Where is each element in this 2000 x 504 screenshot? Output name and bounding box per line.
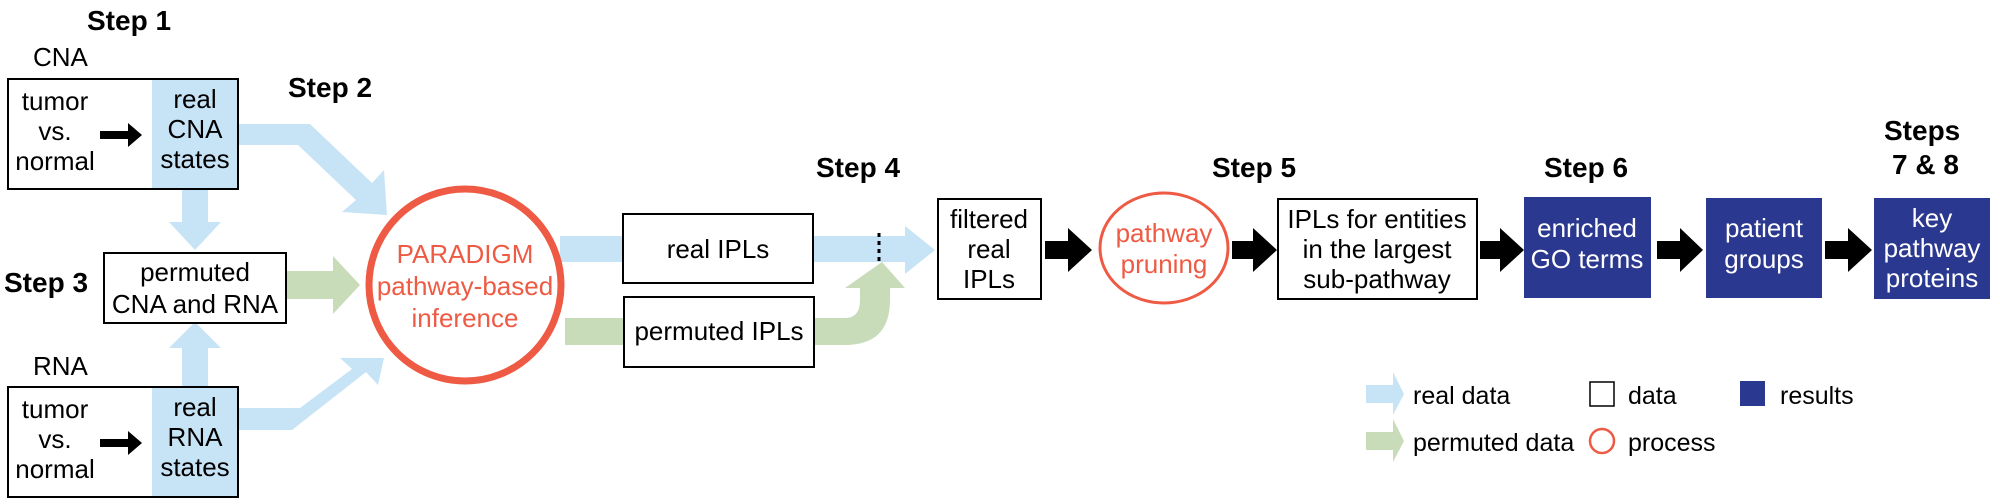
cna-left-line3: normal xyxy=(15,146,94,176)
cna-right-line3: states xyxy=(160,144,229,174)
step5-label: Step 5 xyxy=(1212,152,1296,183)
arrow-rna-to-paradigm xyxy=(238,358,384,430)
legend-process-label: process xyxy=(1628,429,1716,457)
result-key-pathway-proteins: key pathway proteins xyxy=(1874,198,1990,299)
cna-label: CNA xyxy=(33,42,89,72)
step78-label-line1: Steps xyxy=(1884,115,1960,146)
largest-line2: in the largest xyxy=(1303,234,1453,264)
largest-subpathway-box: IPLs for entities in the largest sub-pat… xyxy=(1277,198,1478,300)
patient-line1: patient xyxy=(1725,213,1804,243)
rna-left-line2: vs. xyxy=(38,424,71,454)
rna-right-line1: real xyxy=(173,392,216,422)
permuted-line1: permuted xyxy=(140,257,250,287)
cna-right-line1: real xyxy=(173,84,216,114)
legend-real-data-arrow-icon xyxy=(1366,372,1404,415)
legend-permuted-data-arrow-icon xyxy=(1366,419,1404,462)
step1-label: Step 1 xyxy=(87,5,171,36)
legend-results-box-icon xyxy=(1740,381,1765,406)
arrow-rna-to-permuted xyxy=(169,322,221,387)
arrow-cna-to-permuted xyxy=(169,190,221,250)
cna-right-line2: CNA xyxy=(168,114,224,144)
filtered-line1: filtered xyxy=(950,204,1028,234)
legend-data-label: data xyxy=(1628,382,1677,410)
legend-process-circle-icon xyxy=(1588,427,1616,455)
largest-line1: IPLs for entities xyxy=(1287,204,1466,234)
rna-label: RNA xyxy=(33,351,89,381)
arrow-cna-to-paradigm xyxy=(238,124,387,215)
legend-results-label: results xyxy=(1780,382,1854,410)
step3-label: Step 3 xyxy=(4,267,88,298)
rna-right-line2: RNA xyxy=(168,422,224,452)
rna-left-line1: tumor xyxy=(22,394,89,424)
arrow-permuted-to-paradigm xyxy=(287,256,360,314)
key-line2: pathway xyxy=(1884,233,1981,263)
rna-arrow-icon xyxy=(100,431,142,455)
real-ipls-text: real IPLs xyxy=(667,234,770,264)
legend: real data permuted data data process res… xyxy=(1366,372,1854,462)
pruning-line1: pathway xyxy=(1116,218,1213,248)
paradigm-line3: inference xyxy=(412,303,519,333)
pathway-pruning-process: pathway pruning xyxy=(1098,191,1230,305)
paradigm-line2: pathway-based xyxy=(377,271,553,301)
step6-label: Step 6 xyxy=(1544,152,1628,183)
permuted-data-box: permuted CNA and RNA xyxy=(103,252,287,324)
go-line2: GO terms xyxy=(1531,244,1644,274)
step2-label: Step 2 xyxy=(288,72,372,103)
legend-real-data-label: real data xyxy=(1413,382,1510,410)
cna-arrow-icon xyxy=(100,123,142,147)
permuted-line2: CNA and RNA xyxy=(112,289,279,319)
filtered-ipls-box: filtered real IPLs xyxy=(937,198,1042,300)
result-patient-groups: patient groups xyxy=(1706,198,1822,298)
cna-left-line1: tumor xyxy=(22,86,89,116)
largest-line3: sub-pathway xyxy=(1303,264,1450,294)
legend-data-box-icon xyxy=(1589,381,1615,407)
go-line1: enriched xyxy=(1537,213,1637,243)
rna-left-line3: normal xyxy=(15,454,94,484)
key-line3: proteins xyxy=(1886,263,1979,293)
arrow-largest-to-go xyxy=(1480,228,1524,272)
arrow-patient-to-key xyxy=(1825,228,1872,272)
permuted-ipls-box: permuted IPLs xyxy=(623,296,815,368)
step4-label: Step 4 xyxy=(816,152,900,183)
result-enriched-go-terms: enriched GO terms xyxy=(1524,197,1651,298)
legend-permuted-data-label: permuted data xyxy=(1413,429,1574,457)
permuted-ipls-text: permuted IPLs xyxy=(634,316,803,346)
filtered-line3: IPLs xyxy=(963,264,1015,294)
arrow-filtered-to-pruning xyxy=(1045,228,1092,272)
key-line1: key xyxy=(1912,203,1952,233)
paradigm-process: PARADIGM pathway-based inference xyxy=(365,185,565,385)
arrow-go-to-patient xyxy=(1657,228,1703,272)
step78-label-line2: 7 & 8 xyxy=(1892,149,1959,180)
patient-line2: groups xyxy=(1724,244,1804,274)
filtered-line2: real xyxy=(967,234,1010,264)
arrow-pruning-to-largest xyxy=(1232,228,1277,272)
cna-input-box: tumor vs. normal real CNA states xyxy=(7,78,239,190)
paradigm-line1: PARADIGM xyxy=(397,239,534,269)
real-ipls-box: real IPLs xyxy=(622,213,814,284)
cna-left-line2: vs. xyxy=(38,116,71,146)
rna-right-line3: states xyxy=(160,452,229,482)
pruning-line2: pruning xyxy=(1121,249,1208,279)
rna-input-box: tumor vs. normal real RNA states xyxy=(7,386,239,498)
